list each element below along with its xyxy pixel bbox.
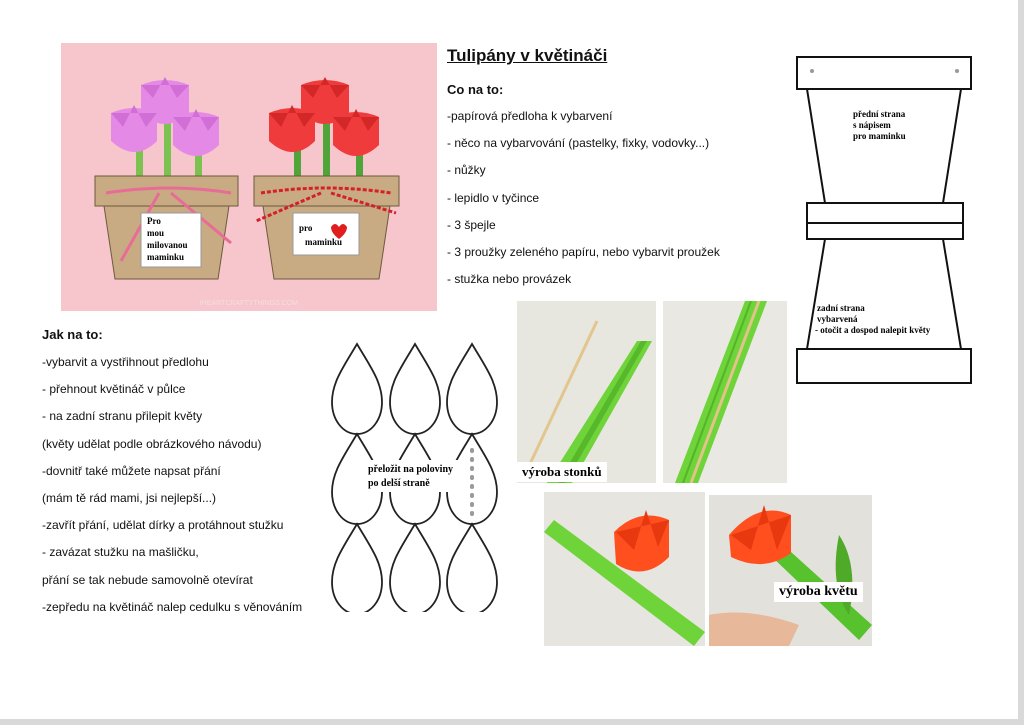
stem-photo-2 xyxy=(663,301,787,483)
pot-2 xyxy=(253,175,400,280)
materials-item: - 3 špejle xyxy=(447,217,496,232)
steps-item: - přehnout květináč v půlce xyxy=(42,382,186,397)
flower-caption: výroba květu xyxy=(774,582,863,602)
materials-item: -papírová předloha k vybarvení xyxy=(447,109,613,123)
photo-watermark: IHEARTCRAFTYTHINGS.COM xyxy=(200,300,298,307)
steps-item: -zepředu na květináč nalep cedulku s věn… xyxy=(42,599,303,614)
pot-back-label-3: - otočit a dospod nalepit květy xyxy=(815,325,931,335)
finished-craft-photo: Pro mou milovanou maminku pro xyxy=(61,43,437,311)
pot1-card-line4: maminku xyxy=(147,252,184,262)
pot1-card-line1: Pro xyxy=(147,216,161,226)
pot-back-label-1: zadní strana xyxy=(817,303,865,313)
svg-text:Pro mou milovanou: Pro mou milovanou maminku xyxy=(147,216,190,262)
page-edge-bottom xyxy=(0,719,1024,725)
pot1-card-line2: mou xyxy=(147,228,164,238)
svg-text:přeložit na poloviny po: přeložit na poloviny po delší straně xyxy=(368,464,456,489)
pot2-card-line1: pro xyxy=(299,223,313,233)
page-edge-right xyxy=(1018,0,1024,725)
steps-item: (květy udělat podle obrázkového návodu) xyxy=(42,436,262,451)
steps-item: přání se tak nebude samovolně otevírat xyxy=(42,572,253,587)
steps-list: -vybarvit a vystřihnout předlohu - přehn… xyxy=(42,349,302,621)
flower-photo-2 xyxy=(709,495,872,646)
stem-photo-1 xyxy=(517,301,656,483)
petal-template: přeložit na poloviny po delší straně xyxy=(330,338,500,612)
steps-heading: Jak na to: xyxy=(42,327,103,342)
svg-text:zadní strana vybarvená: zadní strana vybarvená - otočit a dospod… xyxy=(815,303,931,335)
steps-item: -vybarvit a vystřihnout předlohu xyxy=(42,355,209,369)
steps-item: - na zadní stranu přilepit květy xyxy=(42,409,203,424)
materials-item: - lepidlo v tyčince xyxy=(447,190,540,205)
pot-template: přední strana s nápisem pro maminku zadn… xyxy=(793,53,975,387)
steps-item: (mám tě rád mami, jsi nejlepší...) xyxy=(42,491,217,506)
pot-front-label-1: přední strana xyxy=(853,109,906,119)
pink-tulips xyxy=(111,77,219,178)
materials-list: -papírová předloha k vybarvení - něco na… xyxy=(447,103,720,293)
svg-text:pro maminku: pro maminku xyxy=(299,223,342,247)
steps-item: - zavázat stužku na mašličku, xyxy=(42,545,199,560)
materials-item: - něco na vybarvování (pastelky, fixky, … xyxy=(447,136,710,151)
steps-item: -dovnitř také můžete napsat přání xyxy=(42,463,221,478)
svg-text:přední strana s nápisem: přední strana s nápisem pro maminku xyxy=(853,109,908,141)
red-tulips xyxy=(269,77,379,178)
pot-front-label-2: s nápisem xyxy=(853,120,891,130)
pot2-card-line2: maminku xyxy=(305,237,342,247)
materials-item: - stužka nebo provázek xyxy=(447,272,572,287)
pot-1 xyxy=(94,175,239,280)
fold-label-line2: po delší straně xyxy=(368,478,430,489)
stem-caption: výroba stonků xyxy=(517,462,607,482)
page-title: Tulipány v květináči xyxy=(447,46,608,65)
pot-front-label-3: pro maminku xyxy=(853,131,906,141)
fold-label-line1: přeložit na poloviny xyxy=(368,464,453,475)
materials-item: - 3 proužky zeleného papíru, nebo vybarv… xyxy=(447,245,720,260)
materials-heading: Co na to: xyxy=(447,82,504,97)
steps-item: -zavřít přání, udělat dírky a protáhnout… xyxy=(42,518,284,533)
flower-photo-1 xyxy=(544,492,705,646)
pot1-card-line3: milovanou xyxy=(147,240,188,250)
materials-item: - nůžky xyxy=(447,163,486,178)
pot-back-label-2: vybarvená xyxy=(817,314,858,324)
